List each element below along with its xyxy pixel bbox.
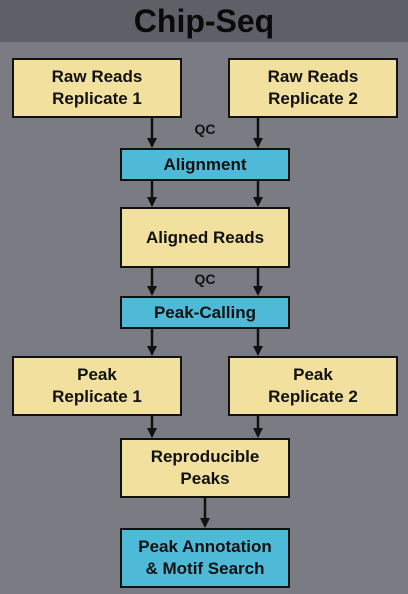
node-raw-reads-replicate-2: Raw Reads Replicate 2 (228, 58, 398, 118)
node-peak-annotation-motif-search: Peak Annotation & Motif Search (120, 528, 290, 588)
diagram-title: Chip-Seq (133, 3, 275, 39)
node-peak-calling: Peak-Calling (120, 296, 290, 329)
node-label: Alignment (163, 154, 247, 174)
node-alignment: Alignment (120, 148, 290, 181)
qc-label-1: QC (194, 121, 216, 137)
node-label: Peak Replicate 2 (268, 365, 358, 406)
node-peak-replicate-2: Peak Replicate 2 (228, 356, 398, 416)
node-reproducible-peaks: Reproducible Peaks (120, 438, 290, 498)
title-band (0, 0, 408, 42)
node-aligned-reads: Aligned Reads (120, 207, 290, 268)
node-label: Peak-Calling (153, 302, 257, 322)
node-label: Raw Reads Replicate 2 (267, 67, 359, 108)
node-label: Peak Replicate 1 (52, 365, 142, 406)
node-peak-replicate-1: Peak Replicate 1 (12, 356, 182, 416)
node-raw-reads-replicate-1: Raw Reads Replicate 1 (12, 58, 182, 118)
node-label: Peak Annotation & Motif Search (138, 537, 272, 578)
node-label: Raw Reads Replicate 1 (51, 67, 143, 108)
node-label: Reproducible Peaks (150, 447, 260, 488)
qc-label-2: QC (194, 271, 216, 287)
node-label: Aligned Reads (145, 227, 265, 247)
